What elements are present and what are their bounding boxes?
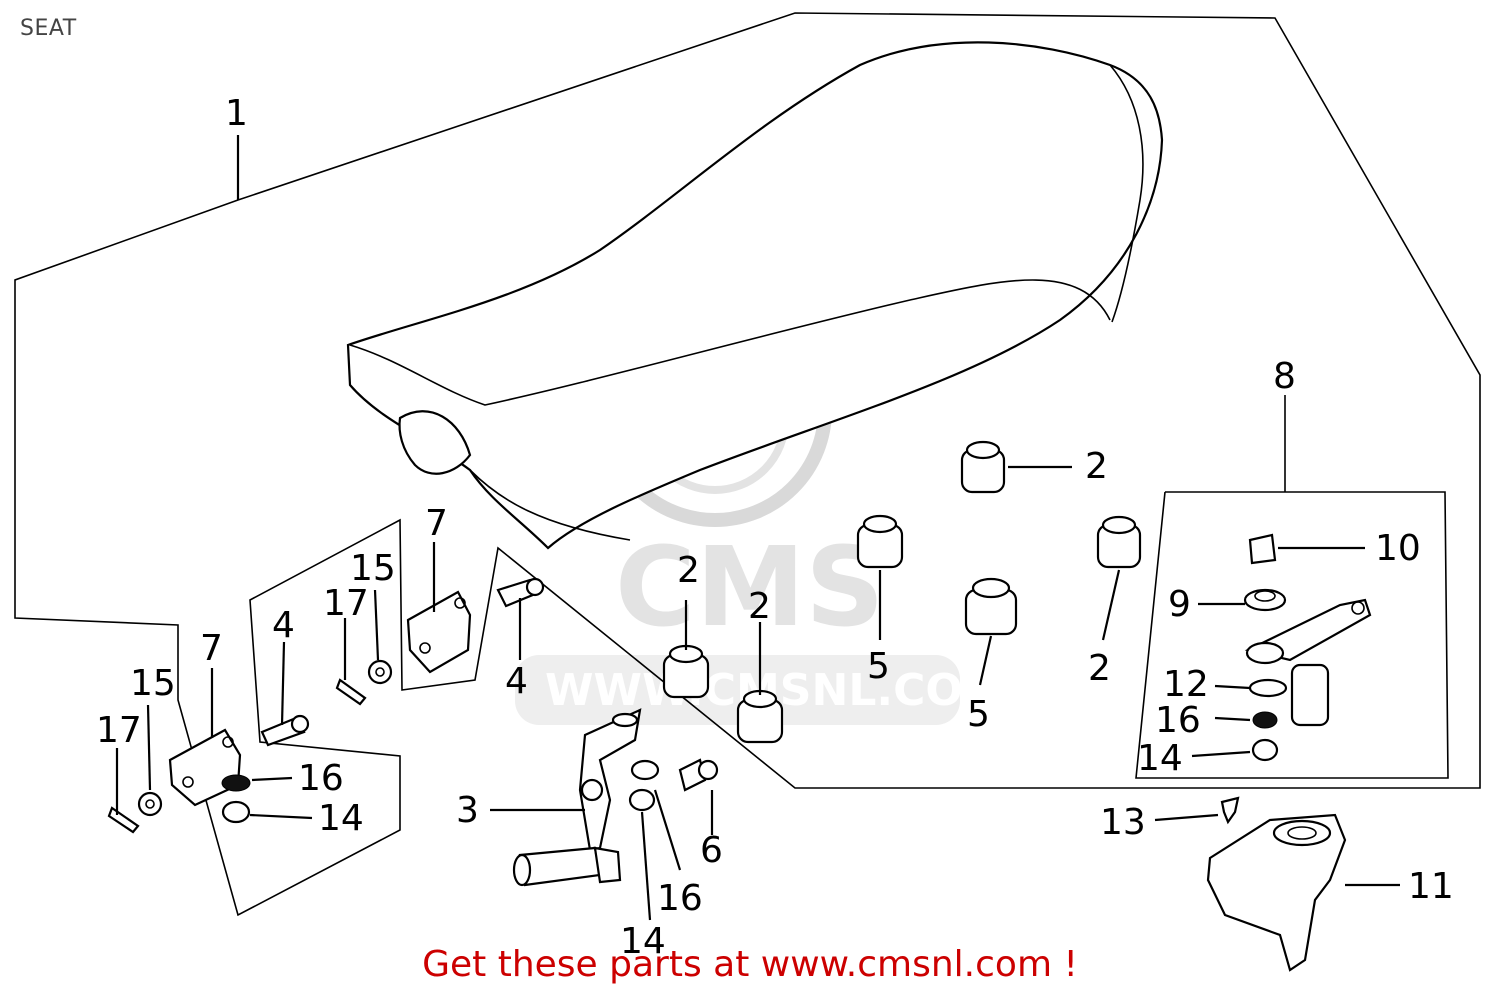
callout-4-left: 4 <box>272 605 295 646</box>
cushion-parts <box>662 440 1142 744</box>
callout-7-right: 7 <box>425 503 448 544</box>
lock-bracket-parts <box>512 708 719 887</box>
callout-8: 8 <box>1273 356 1296 397</box>
cushion-2-top-right <box>960 440 1006 494</box>
callout-15-right: 15 <box>350 548 396 589</box>
callout-13: 13 <box>1100 802 1146 843</box>
seat-lock-assembly <box>1135 395 1449 779</box>
callout-1: 1 <box>225 93 248 134</box>
cushion-5-right <box>964 577 1018 636</box>
callout-17-right: 17 <box>323 583 369 624</box>
callout-15-left: 15 <box>130 663 176 704</box>
cushion-2-mid <box>662 644 710 699</box>
callout-2-mid-left: 2 <box>677 550 700 591</box>
seat <box>346 41 1164 550</box>
callout-2-right: 2 <box>1088 648 1111 689</box>
callout-5-right: 5 <box>967 694 990 735</box>
leader-lines <box>115 135 1400 921</box>
callout-2-mid: 2 <box>748 586 771 627</box>
cushion-2-low <box>736 689 784 744</box>
callout-16-right: 16 <box>1155 700 1201 741</box>
callout-3: 3 <box>456 790 479 831</box>
callout-11: 11 <box>1408 866 1454 907</box>
callout-16-left: 16 <box>298 758 344 799</box>
callout-numbers: 1 2 2 2 2 2 3 4 4 5 5 6 7 7 8 9 10 11 12… <box>96 93 1454 962</box>
cms-watermark: CMS WWW.CMSNL.COM <box>515 293 1007 725</box>
callout-4-right: 4 <box>505 661 528 702</box>
callout-6: 6 <box>700 830 723 871</box>
watermark-brand: CMS <box>615 523 884 651</box>
footer-link[interactable]: Get these parts at www.cmsnl.com ! <box>422 944 1078 985</box>
callout-14-left: 14 <box>318 798 364 839</box>
page-title: SEAT <box>20 16 77 41</box>
callout-14-bottom: 14 <box>620 921 666 962</box>
callout-12: 12 <box>1163 664 1209 705</box>
hinge-parts <box>107 577 545 834</box>
lock-base <box>1206 796 1347 972</box>
cushion-2-right <box>1096 515 1142 569</box>
callout-2-top: 2 <box>1085 446 1108 487</box>
callout-5-left: 5 <box>867 646 890 687</box>
callout-17-left: 17 <box>96 710 142 751</box>
assembly-outline <box>14 12 1481 917</box>
cushion-5-left <box>856 514 904 569</box>
callout-16-bottom: 16 <box>657 878 703 919</box>
callout-14-right: 14 <box>1137 738 1183 779</box>
callout-10: 10 <box>1375 528 1421 569</box>
callout-9: 9 <box>1168 584 1191 625</box>
callout-7-left: 7 <box>200 628 223 669</box>
